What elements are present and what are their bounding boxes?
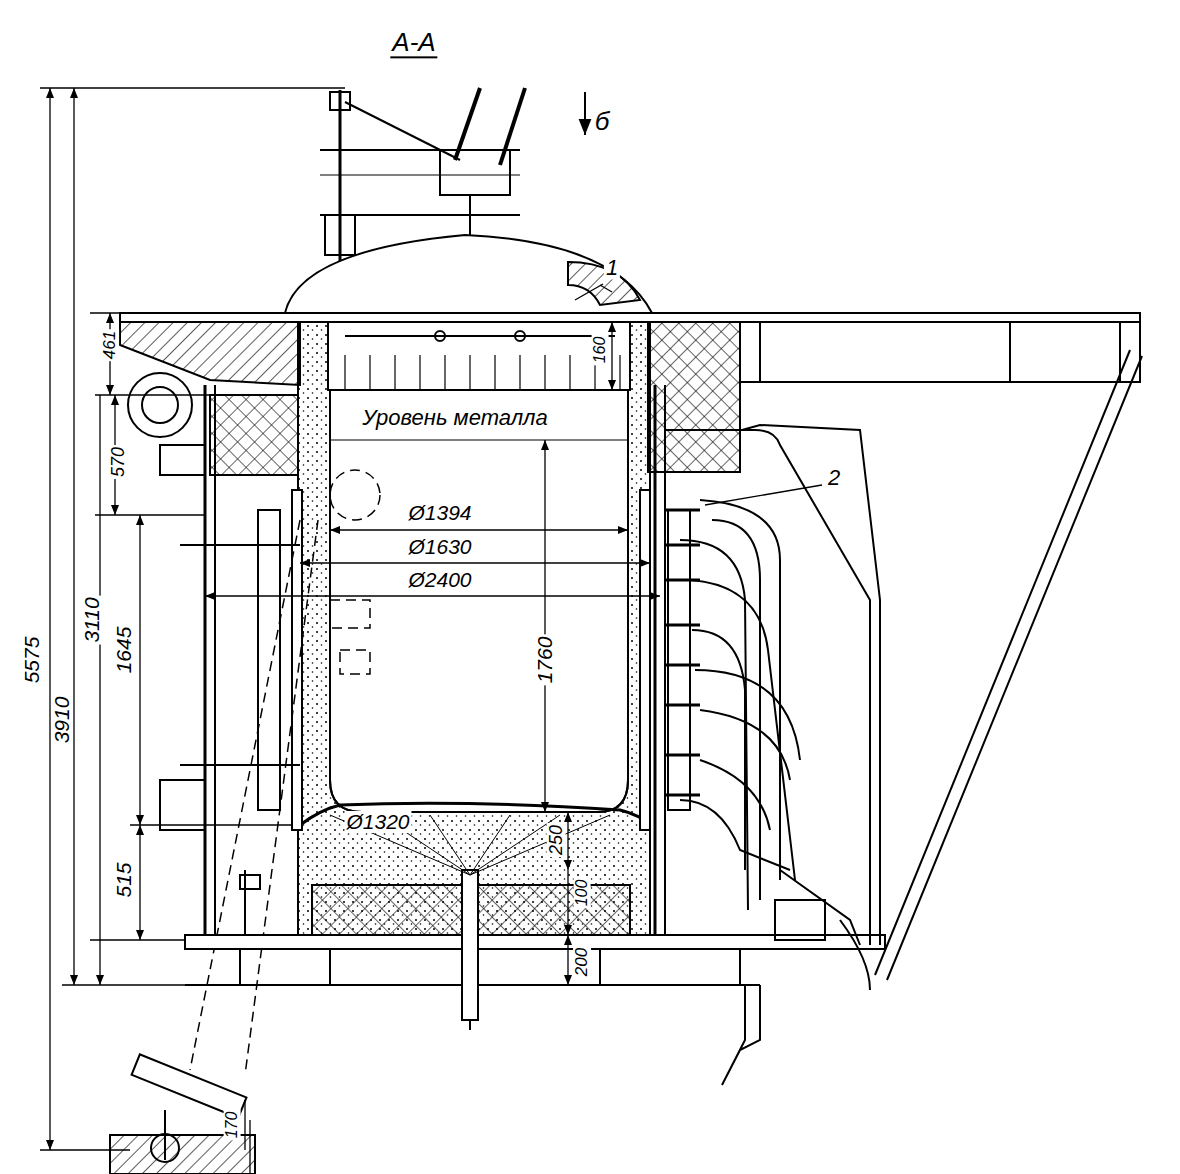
metal-level-note: Уровень металла bbox=[360, 406, 550, 429]
view-arrow-letter: б bbox=[593, 108, 612, 135]
diameter-dimension: Ø1630 bbox=[406, 536, 473, 558]
diameter-dimension: Ø1320 bbox=[344, 811, 411, 833]
height-dimension: 160 bbox=[592, 335, 609, 366]
height-dimension: 170 bbox=[224, 1110, 241, 1141]
height-dimension: 515 bbox=[113, 860, 135, 899]
height-dimension: 461 bbox=[101, 329, 119, 361]
height-dimension: 5575 bbox=[21, 635, 43, 686]
height-dimension: 3910 bbox=[51, 695, 73, 746]
callout-number: 2 bbox=[826, 466, 842, 489]
diameter-dimension: Ø1394 bbox=[406, 502, 473, 524]
height-dimension: 570 bbox=[109, 445, 128, 479]
section-title: А-А bbox=[390, 29, 437, 58]
height-dimension: 3110 bbox=[81, 595, 103, 644]
height-dimension: 1645 bbox=[113, 625, 135, 676]
thickness-dimension: 100 bbox=[574, 878, 591, 909]
thickness-dimension: 250 bbox=[547, 823, 566, 857]
height-dimension: 1760 bbox=[534, 635, 556, 686]
diameter-dimension: Ø2400 bbox=[406, 569, 473, 591]
thickness-dimension: 200 bbox=[573, 946, 591, 978]
callout-number: 1 bbox=[604, 256, 620, 279]
